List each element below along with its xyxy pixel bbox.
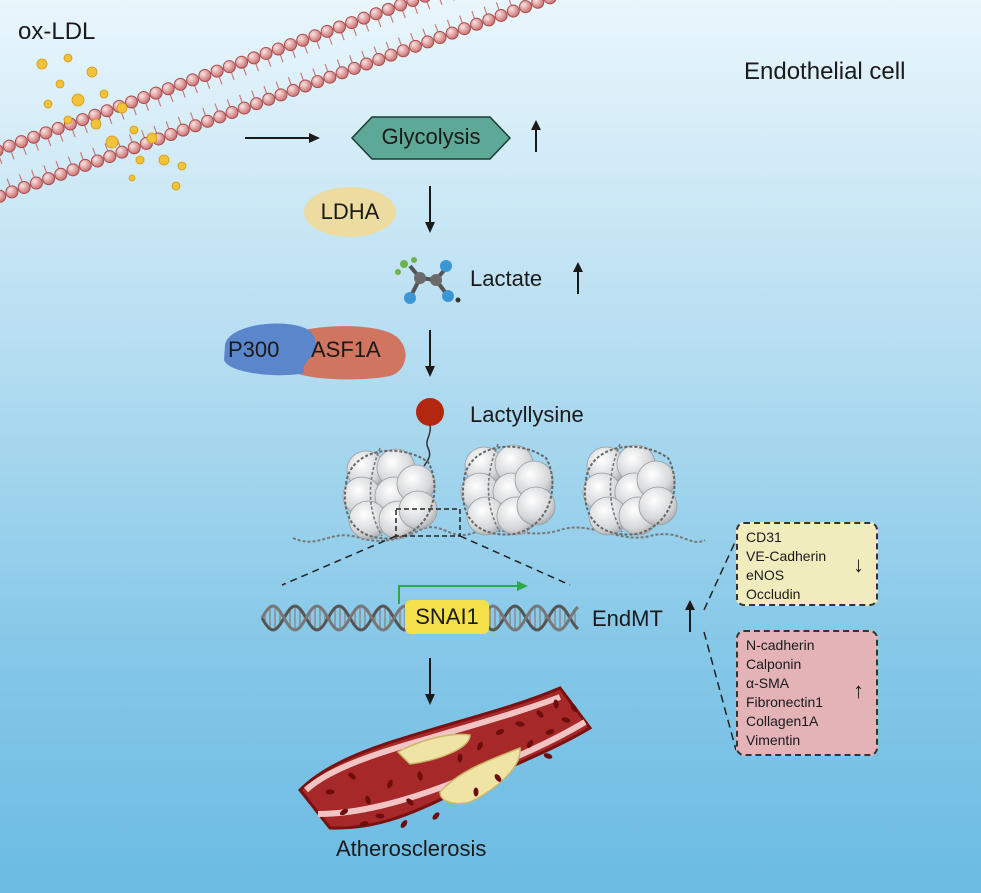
ox-ldl-label: ox-LDL	[18, 18, 96, 45]
arrow-to-glycolysis	[245, 133, 320, 143]
marker-item: Collagen1A	[746, 713, 819, 729]
marker-item: Vimentin	[746, 732, 801, 748]
artery-illustration	[297, 686, 593, 830]
marker-item: CD31	[746, 529, 782, 545]
zoom-line-left	[281, 535, 397, 586]
marker-item: Calponin	[746, 656, 802, 672]
lactate-label: Lactate	[470, 266, 543, 291]
lactyllysine-dot	[416, 398, 444, 426]
endmt-up-arrow	[685, 600, 695, 632]
glycolysis-label: Glycolysis	[381, 124, 481, 149]
transcription-arrow	[398, 581, 528, 604]
ox-ldl-particles	[36, 53, 187, 191]
up-arrow-icon: ↑	[853, 678, 864, 703]
bracket-line-bottom	[703, 631, 737, 751]
chromatin-strand	[292, 526, 706, 543]
down-arrow-1	[425, 186, 435, 233]
down-arrow-icon: ↓	[853, 552, 864, 577]
asf1a-label: ASF1A	[311, 337, 381, 362]
marker-item: VE-Cadherin	[746, 548, 827, 564]
lactate-molecule-icon	[395, 257, 461, 304]
endothelial-cell-label: Endothelial cell	[744, 58, 906, 85]
zoom-box	[395, 508, 461, 537]
zoom-line-right	[459, 535, 571, 586]
marker-item: Occludin	[746, 586, 801, 602]
downregulated-markers-box: CD31 VE-Cadherin eNOS Occludin ↓	[736, 522, 878, 606]
cell-membrane	[0, 0, 557, 203]
marker-item: Fibronectin1	[746, 694, 824, 710]
atherosclerosis-label: Atherosclerosis	[336, 836, 487, 861]
ldha-label: LDHA	[320, 199, 380, 224]
glycolysis-up-arrow	[531, 120, 541, 152]
marker-item: eNOS	[746, 567, 785, 583]
snai1-label: SNAI1	[415, 604, 479, 629]
marker-item: α-SMA	[746, 675, 790, 691]
upregulated-markers-box: N-cadherin Calponin α-SMA Fibronectin1 C…	[736, 630, 878, 756]
ldha-blob	[304, 187, 396, 237]
lactate-up-arrow	[573, 262, 583, 294]
bracket-line-top	[703, 539, 737, 611]
marker-item: N-cadherin	[746, 637, 815, 653]
down-arrow-3	[425, 658, 435, 705]
snai1-box	[405, 600, 489, 634]
lactyllysine-stalk	[423, 423, 432, 467]
p300-label: P300	[228, 337, 280, 362]
down-arrow-2	[425, 330, 435, 377]
nucleosomes	[342, 443, 678, 540]
p300-blob	[224, 323, 316, 376]
lactyllysine-label: Lactyllysine	[470, 402, 584, 427]
endmt-label: EndMT	[592, 606, 663, 631]
glycolysis-shape	[350, 116, 512, 160]
